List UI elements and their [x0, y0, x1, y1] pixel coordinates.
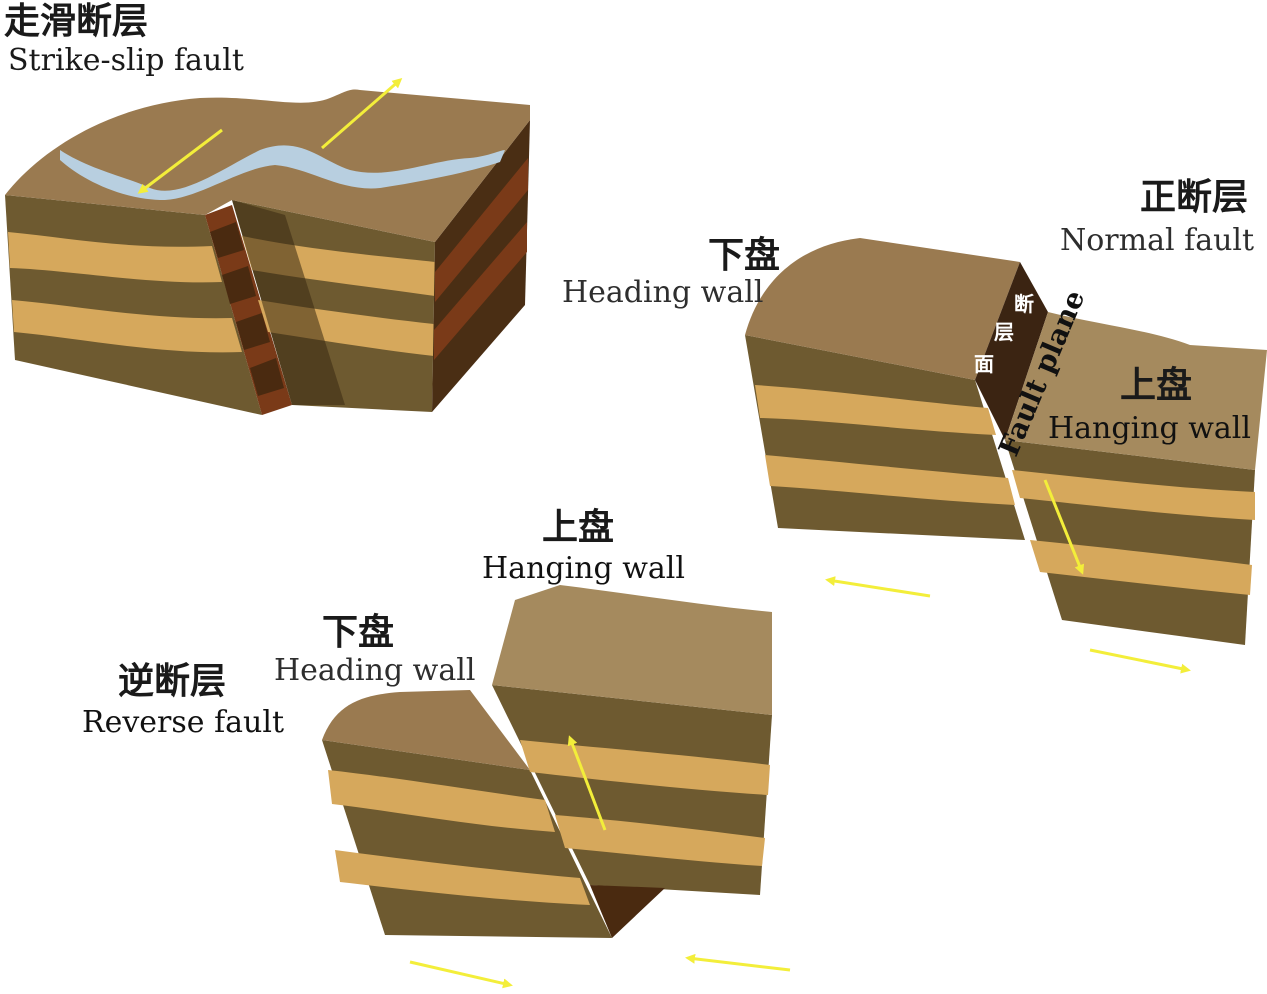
- fault-plane-char-2: 层: [994, 320, 1014, 344]
- strike-slip-title-en: Strike-slip fault: [8, 43, 244, 78]
- normal-hanging-zh: 上盘: [1120, 365, 1193, 406]
- arrow: [1043, 479, 1085, 575]
- arrow: [321, 78, 403, 150]
- reverse-footwall: [322, 690, 612, 938]
- strike-slip-front-right: [232, 200, 435, 412]
- river: [60, 145, 505, 200]
- arrow: [1089, 648, 1191, 674]
- normal-footwall: [745, 238, 1025, 540]
- reverse-footwall-en: Heading wall: [274, 653, 476, 688]
- arrow: [825, 576, 931, 598]
- reverse-hanging-en: Hanging wall: [482, 551, 685, 586]
- normal-title-zh: 正断层: [1140, 177, 1249, 218]
- arrow: [685, 953, 791, 972]
- strike-slip-fault-side-stripes: [210, 222, 284, 396]
- arrow: [409, 960, 513, 989]
- normal-title-en: Normal fault: [1060, 223, 1255, 258]
- fault-plane-char-3: 面: [974, 352, 994, 376]
- reverse-fault-block: [322, 585, 791, 989]
- normal-hanging-en: Hanging wall: [1048, 411, 1251, 446]
- normal-fault-block: [745, 238, 1267, 674]
- arrow: [567, 735, 607, 831]
- arrow: [137, 128, 223, 194]
- reverse-hanging-wall: [492, 585, 772, 938]
- reverse-hanging-zh: 上盘: [542, 507, 615, 548]
- strike-slip-front-left: [5, 195, 262, 415]
- normal-footwall-en: Heading wall: [562, 275, 764, 310]
- strike-slip-title-zh: 走滑断层: [4, 1, 149, 42]
- fault-plane-char-1: 断: [1014, 292, 1034, 316]
- reverse-footwall-zh: 下盘: [322, 612, 395, 653]
- normal-footwall-zh: 下盘: [708, 235, 781, 276]
- strike-slip-side: [432, 120, 530, 412]
- fault-plane: [975, 262, 1048, 440]
- strike-slip-block: [5, 78, 530, 415]
- reverse-title-en: Reverse fault: [82, 705, 285, 740]
- normal-hanging-wall: [1005, 312, 1267, 645]
- reverse-title-zh: 逆断层: [118, 661, 227, 702]
